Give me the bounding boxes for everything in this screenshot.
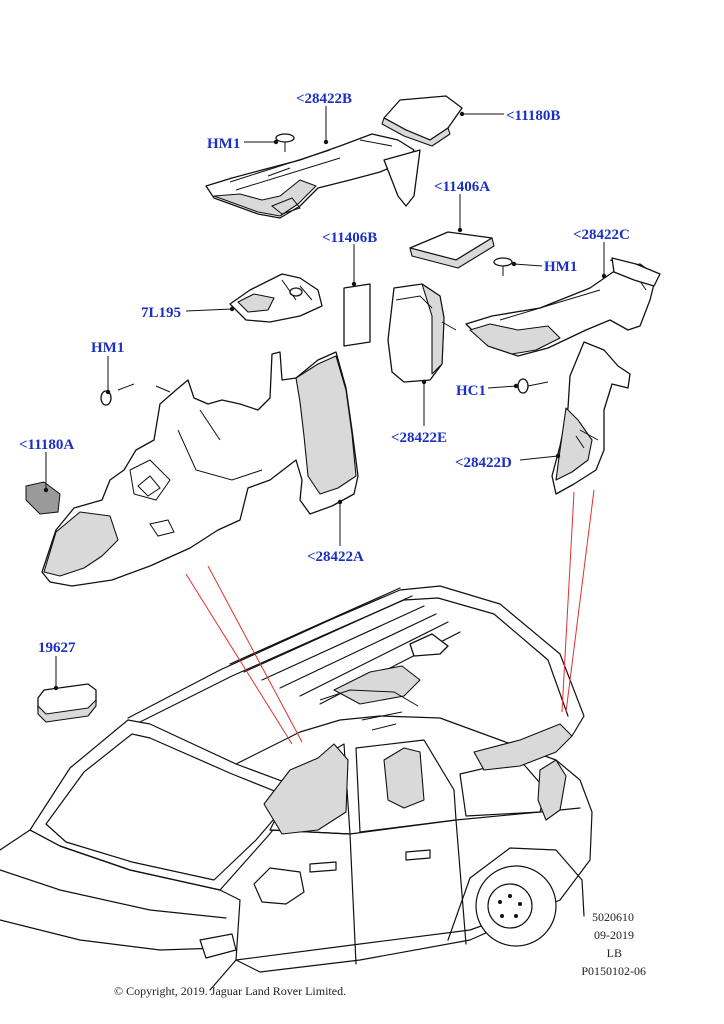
clip-hm1-left [100,383,171,406]
part-11406A [409,231,495,269]
part-28422A [25,351,359,587]
diagram-meta: 5020610 09-2019 LB P0150102-06 [581,910,646,978]
callout-hc1: HC1 [456,383,486,399]
market-code: LB [607,946,622,960]
part-7L195 [229,273,323,323]
copyright-notice: © Copyright, 2019. Jaguar Land Rover Lim… [114,984,346,998]
part-11406B [343,283,371,347]
callout-11406B: <11406B [322,230,377,246]
callout-28422A: <28422A [307,549,364,565]
callout-hm1-left: HM1 [91,340,124,356]
callout-hm1-top: HM1 [207,136,240,152]
part-28422D [551,341,631,495]
leader-lines [43,106,607,691]
callout-11406A: <11406A [434,179,490,195]
diagram-date: 09-2019 [594,928,634,942]
callout-hm1-right: HM1 [544,259,577,275]
indicator-lines [185,489,595,745]
clip-hc1 [517,378,549,394]
clip-hm1-right [493,257,513,276]
callout-28422E: <28422E [391,430,447,446]
callout-28422D: <28422D [455,455,512,471]
part-19627 [37,683,97,723]
callout-11180A: <11180A [19,437,74,453]
part-28422B [205,133,421,219]
diagram-number: 5020610 [592,910,634,924]
callout-28422B: <28422B [296,91,352,107]
part-11180B [381,95,463,147]
part-28422C [465,257,661,357]
part-28422E [387,283,457,383]
callout-7L195: 7L195 [141,305,181,321]
callout-28422C: <28422C [573,227,630,243]
illustration-code: P0150102-06 [581,964,646,978]
vehicle-outline [0,585,593,991]
callout-labels: <28422B <11180B HM1 <11406A <11406B <284… [19,91,630,656]
callout-11180B: <11180B [506,108,560,124]
clip-hm1-top [275,133,295,152]
callout-19627: 19627 [38,640,76,656]
